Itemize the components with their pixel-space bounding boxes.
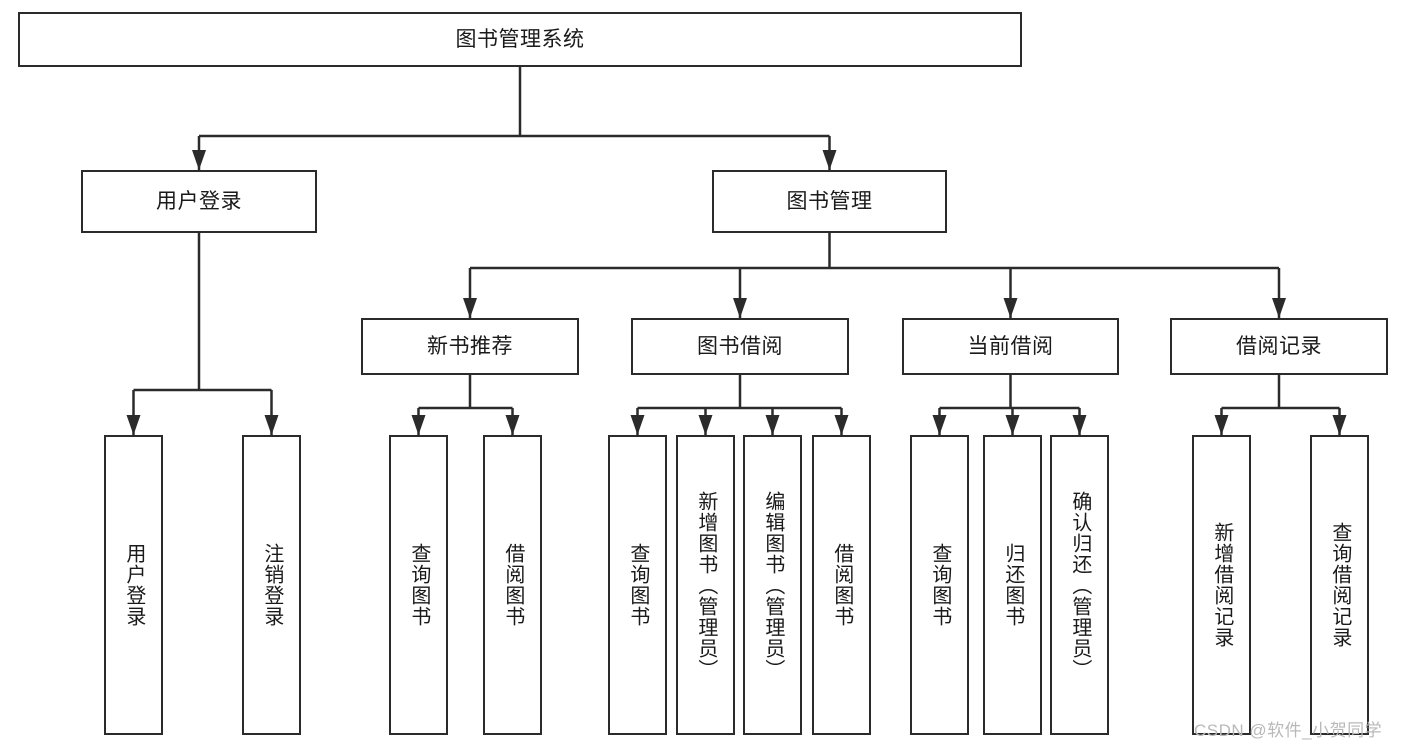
node-leaf-current-0[interactable]: 查询图书 xyxy=(910,435,969,735)
node-label: 用户登录 xyxy=(122,543,145,627)
node-label: 用户登录 xyxy=(156,189,242,213)
node-label: 当前借阅 xyxy=(967,334,1054,358)
node-label: 编辑图书（管理员） xyxy=(761,490,784,680)
node-label: 新增图书（管理员） xyxy=(694,490,717,680)
arrow-head-0-0 xyxy=(192,150,206,170)
node-l2-0[interactable]: 新书推荐 xyxy=(361,318,579,375)
arrow-head-6-0 xyxy=(1214,415,1229,435)
node-label: 图书管理系统 xyxy=(455,27,585,51)
node-leaf-borrow-3[interactable]: 借阅图书 xyxy=(812,435,871,735)
node-l1-0[interactable]: 用户登录 xyxy=(81,170,317,233)
node-label: 确认归还（管理员） xyxy=(1068,490,1091,680)
node-label: 图书管理 xyxy=(786,189,873,213)
node-leaf-borrow-0[interactable]: 查询图书 xyxy=(608,435,667,735)
node-label: 注销登录 xyxy=(260,543,283,627)
arrow-head-2-1 xyxy=(264,415,279,435)
arrow-head-2-0 xyxy=(126,415,141,435)
node-leaf-login-0[interactable]: 用户登录 xyxy=(104,435,163,735)
node-label: 查询图书 xyxy=(407,543,430,627)
arrow-head-4-0 xyxy=(630,415,645,435)
node-label: 图书借阅 xyxy=(697,334,783,358)
node-l2-1[interactable]: 图书借阅 xyxy=(631,318,849,375)
node-l1-1[interactable]: 图书管理 xyxy=(712,170,947,233)
node-label: 借阅记录 xyxy=(1236,334,1322,358)
node-leaf-current-2[interactable]: 确认归还（管理员） xyxy=(1050,435,1109,735)
node-leaf-record-1[interactable]: 查询借阅记录 xyxy=(1310,435,1369,735)
arrow-head-1-3 xyxy=(1272,298,1286,318)
arrow-head-1-1 xyxy=(733,298,747,318)
node-label: 归还图书 xyxy=(1001,543,1024,627)
node-label: 借阅图书 xyxy=(501,543,524,627)
node-leaf-borrow-1[interactable]: 新增图书（管理员） xyxy=(676,435,735,735)
arrow-head-4-1 xyxy=(698,415,713,435)
arrow-head-3-0 xyxy=(411,415,426,435)
node-label: 查询借阅记录 xyxy=(1328,522,1351,648)
node-root[interactable]: 图书管理系统 xyxy=(18,12,1022,67)
arrow-head-0-1 xyxy=(822,150,837,170)
node-l2-2[interactable]: 当前借阅 xyxy=(902,318,1119,375)
node-leaf-login-1[interactable]: 注销登录 xyxy=(242,435,301,735)
node-leaf-new-0[interactable]: 查询图书 xyxy=(389,435,448,735)
node-leaf-current-1[interactable]: 归还图书 xyxy=(983,435,1042,735)
node-leaf-record-0[interactable]: 新增借阅记录 xyxy=(1192,435,1251,735)
node-leaf-borrow-2[interactable]: 编辑图书（管理员） xyxy=(743,435,802,735)
node-label: 新增借阅记录 xyxy=(1210,522,1233,648)
arrow-head-1-0 xyxy=(463,298,477,318)
arrow-head-1-2 xyxy=(1003,298,1018,318)
node-label: 查询图书 xyxy=(928,543,951,627)
node-label: 查询图书 xyxy=(626,543,649,627)
node-label: 借阅图书 xyxy=(830,543,853,627)
arrow-head-5-2 xyxy=(1072,415,1087,435)
arrow-head-6-1 xyxy=(1332,415,1347,435)
arrow-head-5-0 xyxy=(932,415,947,435)
node-l2-3[interactable]: 借阅记录 xyxy=(1170,318,1388,375)
arrow-head-5-1 xyxy=(1005,415,1020,435)
node-leaf-new-1[interactable]: 借阅图书 xyxy=(483,435,542,735)
arrow-head-4-2 xyxy=(765,415,780,435)
arrow-head-4-3 xyxy=(834,415,849,435)
arrow-head-3-1 xyxy=(505,415,520,435)
node-label: 新书推荐 xyxy=(427,334,513,358)
